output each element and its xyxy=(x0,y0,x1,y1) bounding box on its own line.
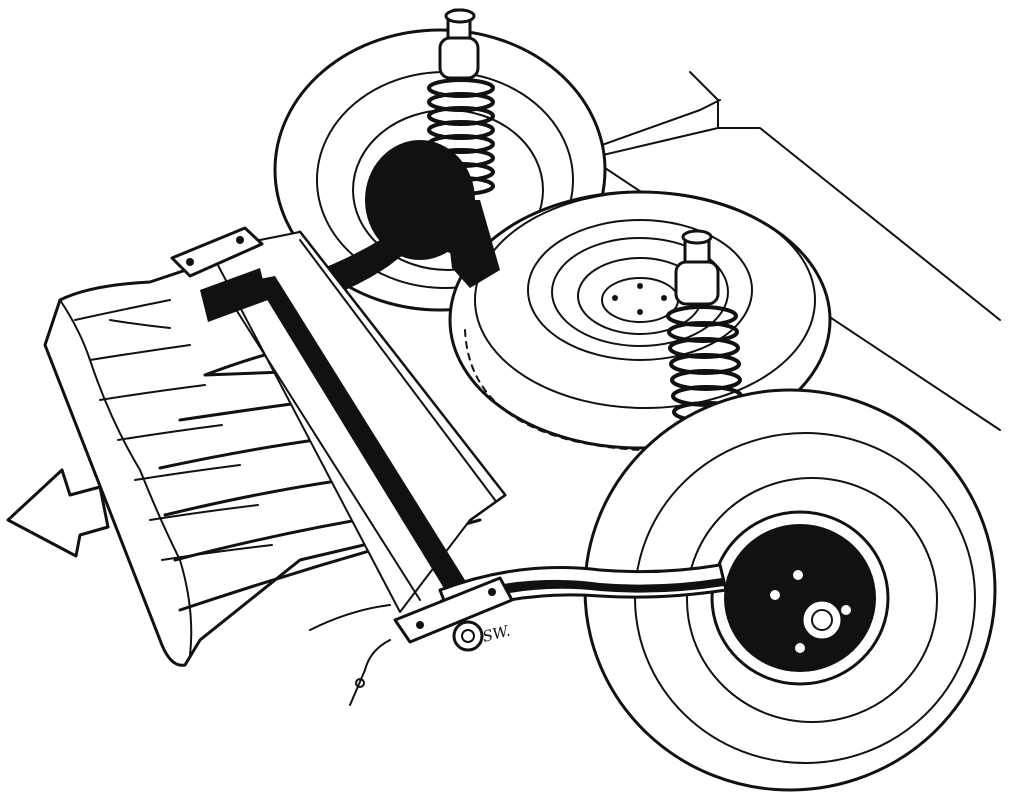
rear-cross-member xyxy=(209,231,506,613)
fuel-line xyxy=(109,319,391,706)
artist-signature: SW. xyxy=(481,622,512,646)
left-coil-spring-shock xyxy=(427,8,500,288)
direction-arrow-icon xyxy=(6,468,110,558)
lower-mounting-bracket xyxy=(393,576,514,652)
upper-mounting-bracket xyxy=(170,226,268,322)
fuel-tank xyxy=(43,230,507,667)
right-trailing-arm xyxy=(438,563,728,618)
rear-right-wheel xyxy=(583,388,997,792)
